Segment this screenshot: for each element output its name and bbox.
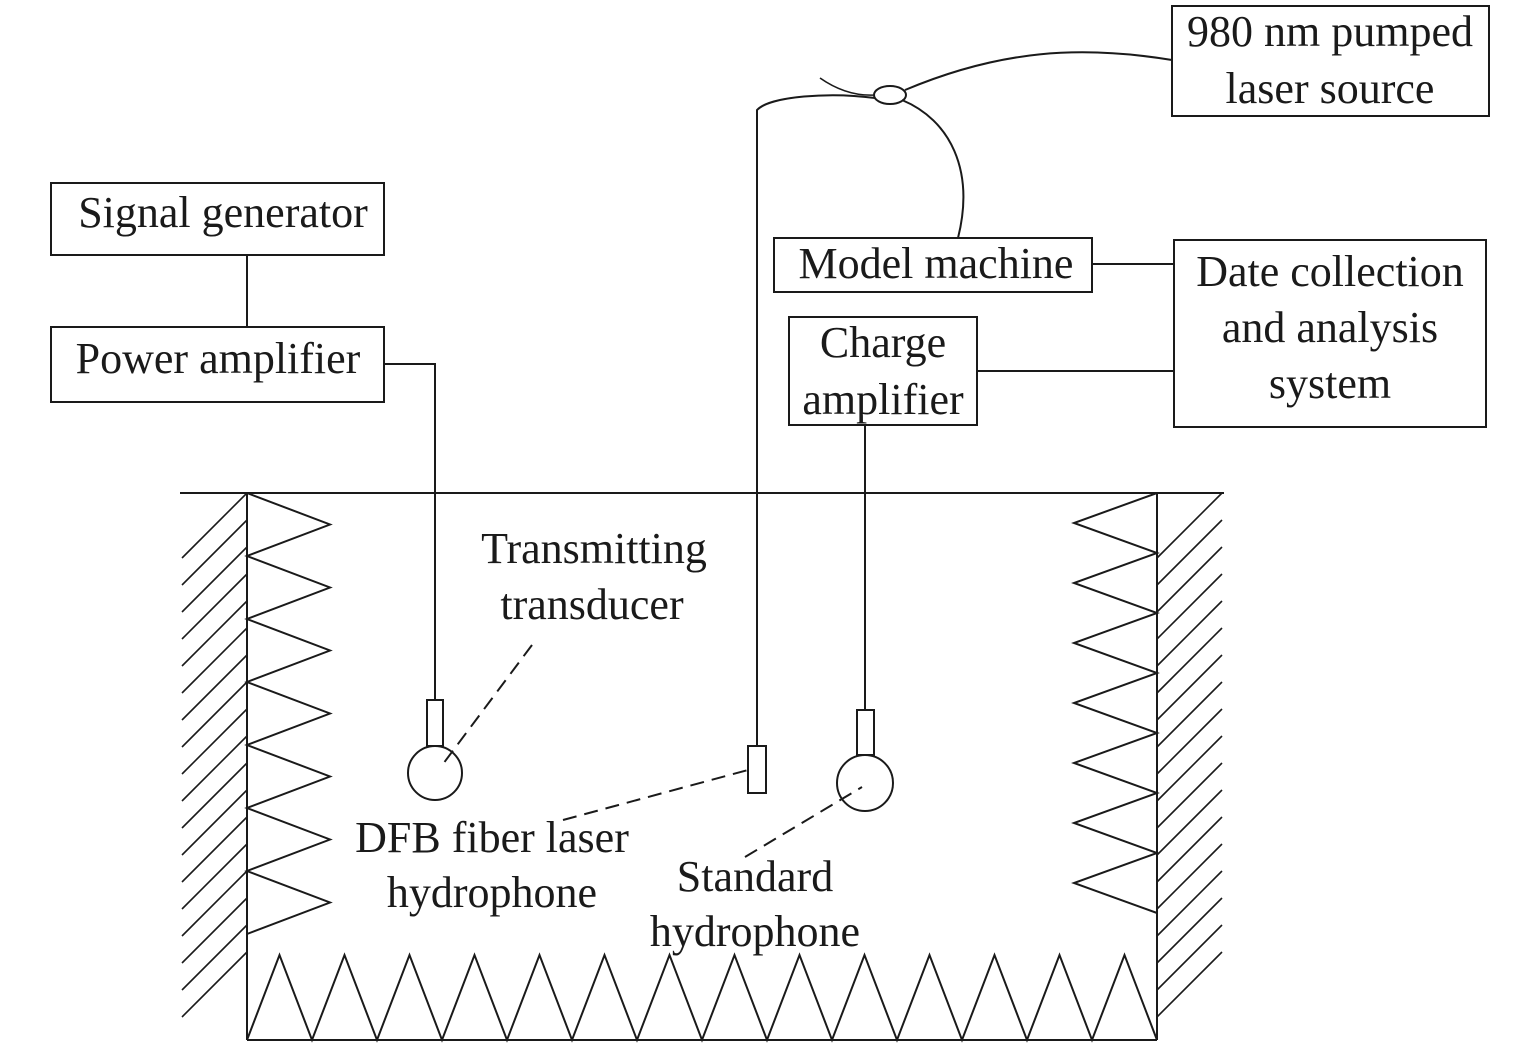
signal-generator-box: Signal generator (50, 182, 385, 256)
data-system-label-line3: system (1269, 359, 1391, 408)
hatch-line (1156, 870, 1223, 937)
standard-hydrophone-leader-line (744, 786, 863, 858)
hatch-line (181, 600, 248, 667)
data-system-label-line2: and analysis (1222, 303, 1438, 352)
transducer-leader-line (439, 644, 533, 769)
left-sound-absorbing-wedges (244, 492, 333, 935)
hatch-line (1156, 789, 1223, 856)
hatch-line (181, 870, 248, 937)
standard-hydrophone (836, 709, 894, 812)
dfb-hydrophone-label-line1: DFB fiber laser (355, 813, 629, 862)
water-tank (180, 492, 1224, 1043)
hatch-line (181, 951, 248, 1018)
charge-amplifier-label-line1: Charge (820, 318, 946, 367)
fiber-upper-loop (756, 94, 876, 263)
signal-generator-label: Signal generator (78, 188, 368, 237)
data-system-box: Date collection and analysis system (1173, 239, 1487, 428)
laser-source-label-line2: laser source (1226, 64, 1435, 113)
hatch-line (1156, 816, 1223, 883)
model-machine-box: Model machine (773, 237, 1093, 293)
fiber-coupler (873, 85, 907, 105)
left-wall-hatching (181, 492, 248, 1018)
fiber-from-laser-source (904, 51, 1173, 91)
hatch-line (181, 519, 248, 586)
hatch-line (181, 816, 248, 883)
hatch-line (1156, 519, 1223, 586)
model-machine-label: Model machine (799, 239, 1074, 288)
hatch-line (181, 924, 248, 991)
hatch-line (181, 681, 248, 748)
right-sound-absorbing-wedges (1071, 492, 1160, 914)
bottom-sound-absorbing-wedges (246, 952, 1158, 1043)
charge-amplifier-box: Charge amplifier (788, 316, 978, 426)
hatch-line (181, 654, 248, 721)
standard-hydrophone-label-line2: hydrophone (650, 907, 860, 956)
data-system-label-line1: Date collection (1196, 247, 1464, 296)
hatch-line (181, 708, 248, 775)
fiber-coupler-tail (819, 77, 876, 96)
hatch-line (1156, 492, 1223, 559)
power-amplifier-box: Power amplifier (50, 326, 385, 403)
amplifier-to-transducer-cable (384, 363, 436, 700)
hatch-line (1156, 627, 1223, 694)
hatch-line (1156, 681, 1223, 748)
hatch-line (181, 546, 248, 613)
hatch-line (1156, 546, 1223, 613)
standard-hydrophone-label-line1: Standard (677, 852, 833, 901)
hatch-line (1156, 924, 1223, 991)
dfb-hydrophone-leader-line (562, 769, 749, 821)
hatch-line (181, 843, 248, 910)
optical-fiber (756, 51, 1173, 746)
fiber-to-model-machine (901, 99, 965, 239)
power-amplifier-label: Power amplifier (76, 334, 361, 383)
hatch-line (181, 573, 248, 640)
hatch-line (1156, 951, 1223, 1018)
charge-amplifier-label-line2: amplifier (802, 375, 964, 424)
right-wall-hatching (1156, 492, 1223, 1018)
hatch-line (1156, 762, 1223, 829)
laser-source-box: 980 nm pumped laser source (1171, 5, 1490, 117)
hatch-line (181, 492, 248, 559)
transmitting-transducer-label-line1: Transmitting (481, 524, 707, 573)
hatch-line (181, 897, 248, 964)
hatch-line (1156, 600, 1223, 667)
hatch-line (181, 627, 248, 694)
transmitting-transducer-label-line2: transducer (500, 580, 684, 629)
hatch-line (181, 735, 248, 802)
hatch-line (1156, 708, 1223, 775)
laser-source-label-line1: 980 nm pumped (1187, 7, 1473, 56)
hatch-line (181, 789, 248, 856)
hatch-line (1156, 897, 1223, 964)
hatch-line (1156, 573, 1223, 640)
hatch-line (1156, 654, 1223, 721)
hatch-line (1156, 735, 1223, 802)
hatch-line (181, 762, 248, 829)
dfb-fiber-laser-hydrophone (747, 745, 767, 794)
transmitting-transducer (407, 699, 463, 801)
hatch-line (1156, 843, 1223, 910)
dfb-hydrophone-label-line2: hydrophone (387, 868, 597, 917)
